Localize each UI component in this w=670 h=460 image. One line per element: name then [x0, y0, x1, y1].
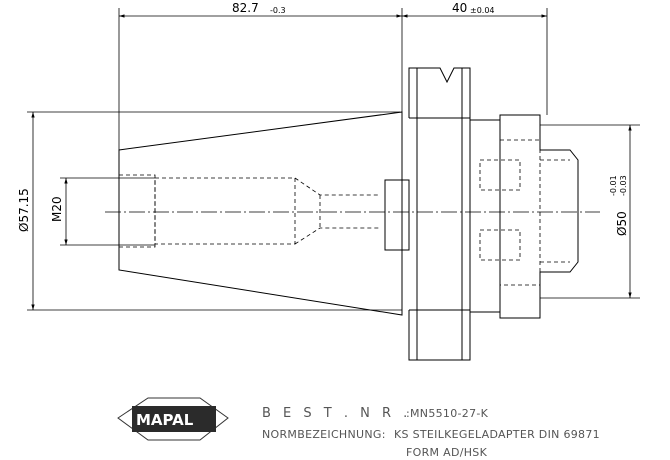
dim-length-value: 82.7	[232, 1, 259, 15]
taper-cone	[118, 111, 403, 316]
mapal-logo: MAPAL	[117, 397, 229, 441]
flange-collar	[408, 67, 471, 361]
order-value: :MN5510-27-K	[406, 407, 489, 420]
dim-diameter-small-tol-lower: -0.03	[619, 175, 628, 196]
dim-length: 82.7 -0.3	[232, 1, 286, 15]
order-label: B E S T . N R .	[262, 406, 411, 421]
extension-lines	[27, 8, 640, 311]
dim-diameter-small-value: Ø50	[615, 211, 629, 236]
title-block: B E S T . N R . :MN5510-27-K NORMBEZEICH…	[262, 406, 600, 459]
clamping-body	[470, 114, 579, 319]
designation-label: NORMBEZEICHNUNG:	[262, 428, 386, 441]
dim-thread: M20	[50, 196, 64, 222]
dim-flange-value: 40	[452, 1, 467, 15]
hidden-lines	[118, 139, 570, 286]
dim-flange-tol: ±0.04	[470, 6, 495, 15]
dim-flange: 40 ±0.04	[452, 1, 495, 15]
designation-value: KS STEILKEGELADAPTER DIN 69871	[394, 428, 600, 441]
logo-text: MAPAL	[136, 411, 194, 429]
dim-diameter-small-tol-upper: -0.01	[609, 175, 618, 196]
dim-diameter-small: Ø50 -0.01 -0.03	[609, 175, 629, 236]
dimension-lines	[31, 14, 632, 310]
dim-diameter-large: Ø57.15	[17, 188, 31, 232]
form-value: FORM AD/HSK	[406, 446, 488, 459]
dim-length-tol: -0.3	[270, 6, 286, 15]
